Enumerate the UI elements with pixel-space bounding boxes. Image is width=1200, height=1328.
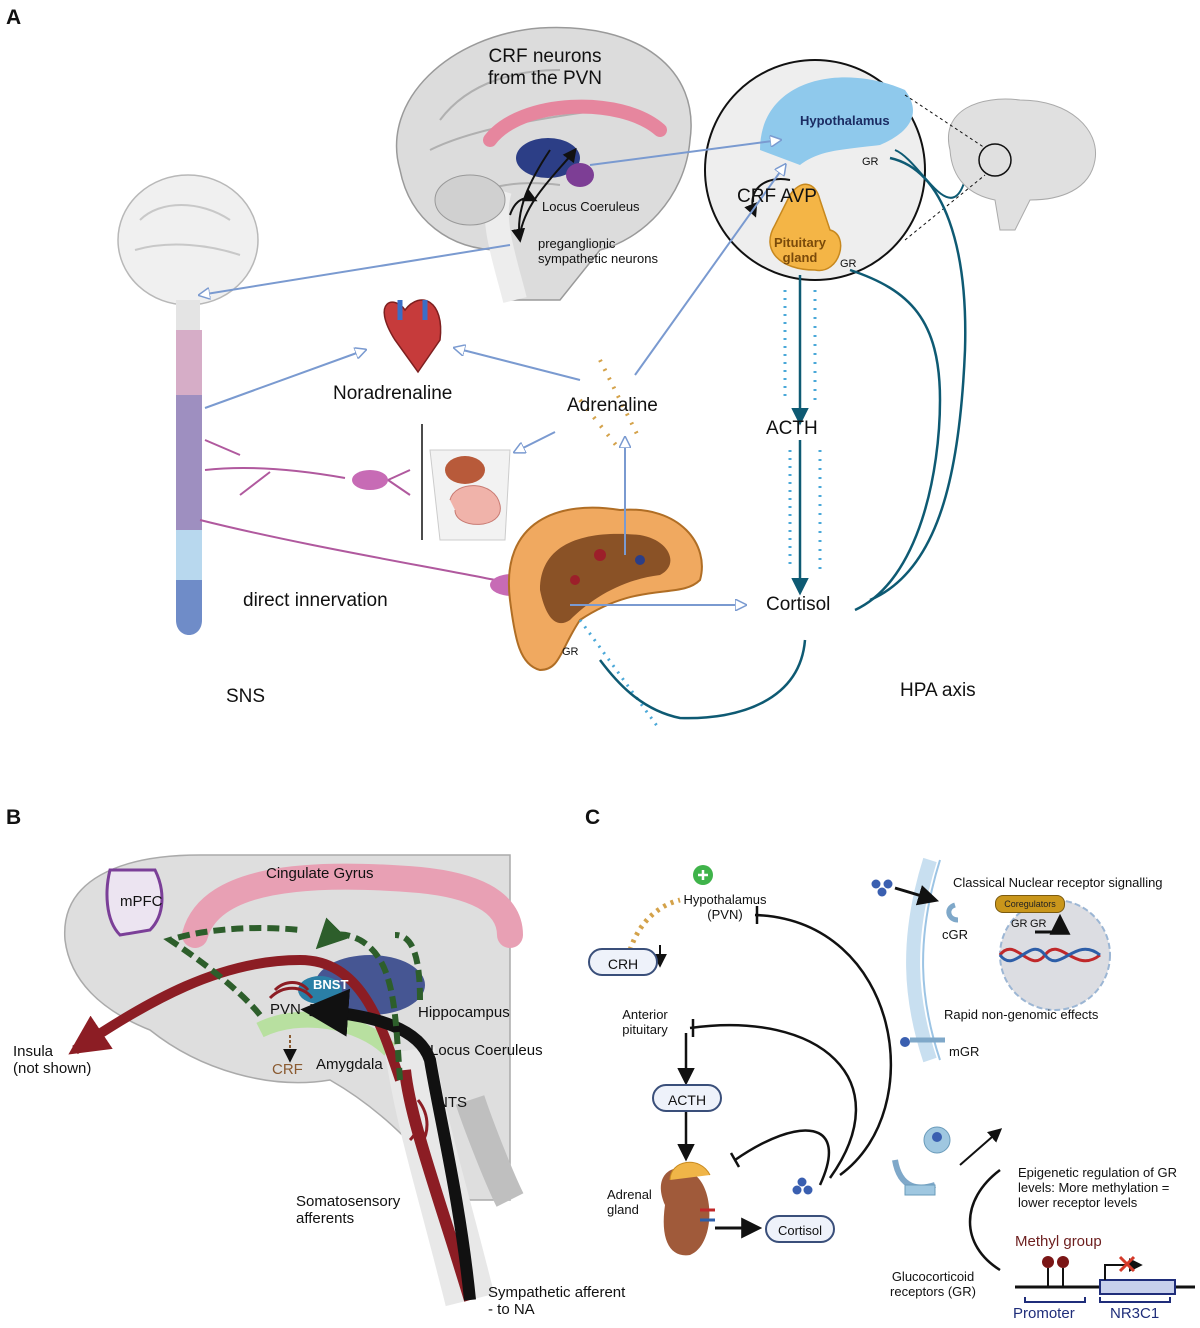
glucocorticoid-receptors-label: Glucocorticoid receptors (GR)	[890, 1269, 976, 1299]
noradrenaline-label: Noradrenaline	[333, 383, 453, 404]
nr3c1-label: NR3C1	[1110, 1305, 1160, 1322]
gr-dimer-label-2: GR	[1030, 918, 1047, 930]
gene-promoter-c	[1015, 1255, 1195, 1303]
rapid-effects-label: Rapid non-genomic effects	[944, 1007, 1099, 1022]
locus-coeruleus-label-b: Locus Coeruleus	[430, 1042, 543, 1059]
methyl-group-label: Methyl group	[1015, 1233, 1102, 1250]
cgr-label: cGR	[942, 927, 968, 942]
locus-coeruleus-label-a: Locus Coeruleus	[542, 199, 640, 214]
gut-illustration	[421, 424, 511, 541]
nts-label: NTS	[437, 1094, 467, 1111]
sympathetic-afferent-label: Sympathetic afferent - to NA	[488, 1284, 626, 1319]
amygdala-label: Amygdala	[316, 1056, 383, 1073]
mgr-label: mGR	[949, 1044, 980, 1059]
mpfc-label: mPFC	[120, 893, 163, 910]
epigenetic-label: Epigenetic regulation of GR levels: More…	[1018, 1165, 1177, 1210]
pituitary-label: Pituitary gland	[773, 235, 826, 265]
panel-label-c: C	[585, 806, 601, 829]
crf-label-b: CRF	[272, 1061, 303, 1078]
hpa-axis-label: HPA axis	[900, 680, 976, 701]
hypothalamus-label-c: Hypothalamus (PVN)	[683, 892, 767, 922]
bnst-label: BNST	[313, 977, 349, 992]
gr-dimer-label-1: GR	[1011, 918, 1028, 930]
crf-avp-label: CRF AVP	[737, 186, 817, 207]
acth-node: ACTH	[652, 1084, 722, 1112]
signal-waves-b	[268, 981, 429, 1150]
plus-icon	[693, 865, 713, 885]
hippocampus-label: Hippocampus	[418, 1004, 510, 1021]
acth-particles	[578, 290, 822, 731]
cingulate-gyrus-label: Cingulate Gyrus	[266, 865, 374, 882]
acth-label-a: ACTH	[766, 418, 818, 439]
heart-illustration	[383, 299, 442, 374]
panel-label-b: B	[6, 806, 22, 829]
hpa-inset-circle	[704, 59, 966, 281]
crf-neurons-label: CRF neurons from the PVN	[487, 46, 603, 89]
sns-spinal-column	[117, 174, 259, 635]
small-brain-top-right	[904, 94, 1097, 241]
adrenal-gland-illustration	[507, 506, 703, 672]
gr-receptor-c	[892, 1126, 1003, 1272]
somatosensory-label: Somatosensory afferents	[296, 1193, 401, 1228]
preganglionic-label: preganglionic sympathetic neurons	[538, 236, 658, 266]
adrenal-gland-label: Adrenal gland	[607, 1187, 652, 1217]
pvn-label: PVN	[270, 1001, 301, 1018]
panel-label-a: A	[6, 6, 22, 29]
crh-node: CRH	[588, 948, 658, 976]
promoter-label: Promoter	[1013, 1305, 1075, 1322]
cortisol-label-a: Cortisol	[766, 594, 831, 615]
gr-label-pituitary: GR	[840, 258, 857, 270]
anterior-pituitary-label: Anterior pituitary	[622, 1007, 668, 1037]
coregulators-label: Coregulators	[995, 895, 1065, 913]
gr-label-adrenal: GR	[562, 646, 579, 658]
cortisol-node: Cortisol	[765, 1215, 835, 1243]
direct-innervation-label: direct innervation	[243, 590, 388, 611]
classical-signalling-label: Classical Nuclear receptor signalling	[953, 875, 1163, 890]
hypothalamus-label-a: Hypothalamus	[800, 113, 890, 128]
brain-sagittal-a	[395, 26, 692, 303]
membrane-c	[871, 857, 1111, 1063]
hpa-flow-c	[627, 897, 893, 1239]
adrenaline-label: Adrenaline	[567, 395, 658, 416]
sns-label: SNS	[226, 686, 266, 707]
kidney-adrenal-c	[660, 1161, 715, 1256]
open-arrows	[200, 140, 785, 605]
insula-label: Insula (not shown)	[13, 1043, 92, 1078]
gr-label-hypothalamus: GR	[862, 156, 879, 168]
